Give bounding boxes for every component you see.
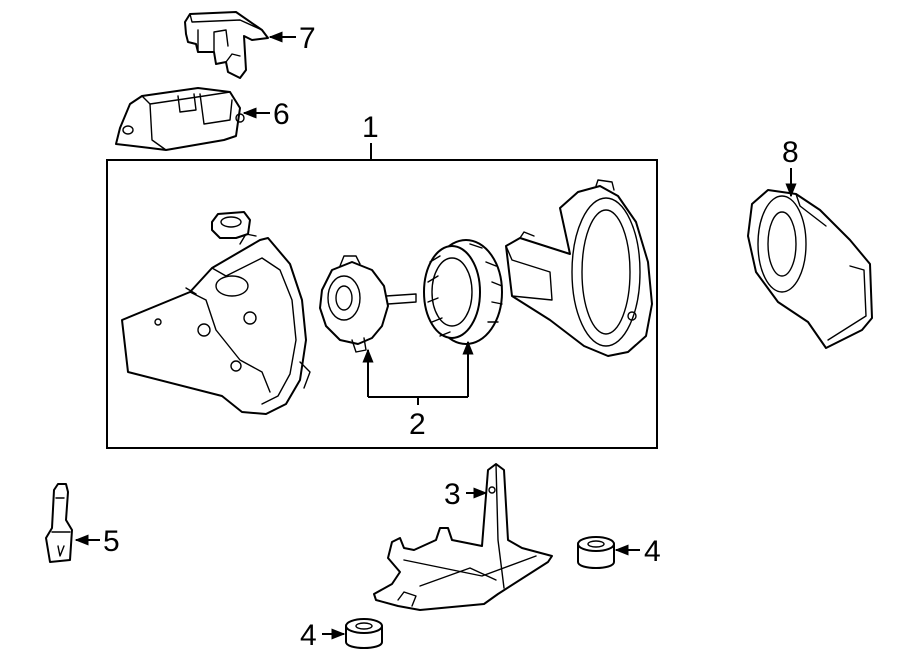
- part-4-grommet-bottom: [345, 618, 383, 649]
- part-3-mount-bracket: [373, 463, 553, 611]
- callout-2-leader: [362, 340, 474, 405]
- callout-5-label: 5: [103, 525, 120, 558]
- callout-7-label: 7: [299, 22, 316, 55]
- callout-2-label: 2: [409, 408, 426, 441]
- blower-case-right: [505, 179, 653, 357]
- callout-3-label: 3: [444, 478, 461, 511]
- callout-4a-label: 4: [644, 535, 661, 568]
- callout-4b-label: 4: [300, 619, 317, 652]
- part-6-module: [115, 87, 245, 151]
- part-8-air-duct: [747, 189, 873, 349]
- callout-8-label: 8: [782, 136, 799, 169]
- part-4-grommet-right: [577, 536, 615, 569]
- part-7-bracket: [184, 11, 269, 79]
- housing-seal: [211, 211, 251, 239]
- blower-motor: [319, 255, 417, 353]
- fan-wheel: [423, 239, 503, 345]
- part-5-sensor: [45, 483, 73, 563]
- assembly-group-box: [106, 159, 658, 449]
- blower-housing-left: [121, 233, 311, 415]
- callout-6-label: 6: [273, 98, 290, 131]
- callout-1-label: 1: [362, 111, 379, 144]
